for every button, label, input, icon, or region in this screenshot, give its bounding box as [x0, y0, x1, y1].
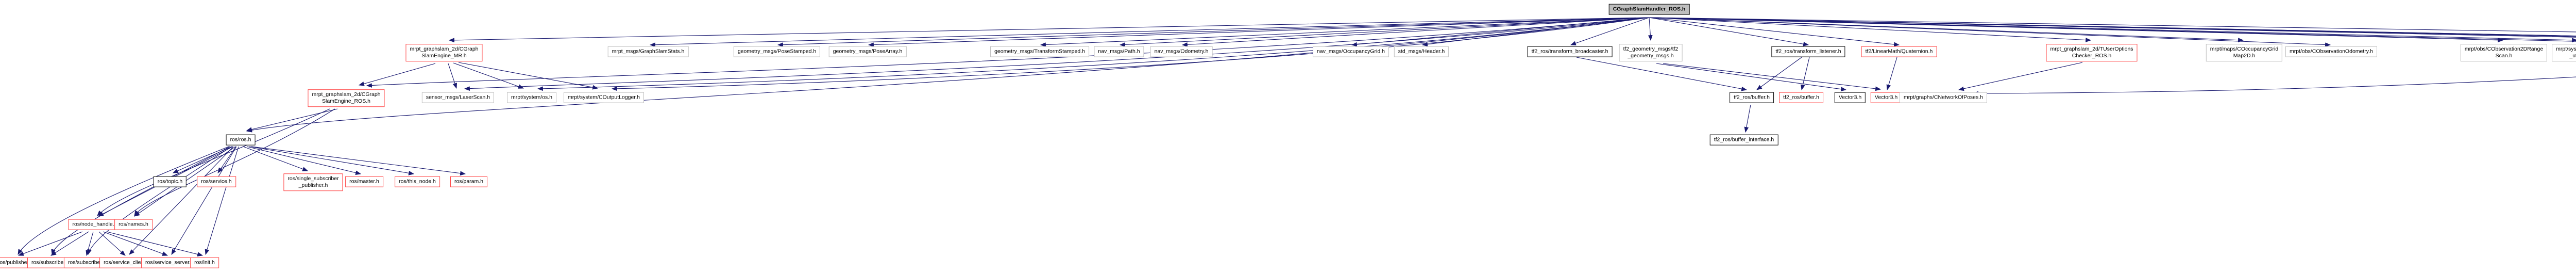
- node-cgraphslamengine-ros-h[interactable]: mrpt_graphslam_2d/CGraph SlamEngine_ROS.…: [308, 89, 385, 107]
- node-tf2-ros-buffer-h-a[interactable]: tf2_ros/buffer.h: [1730, 92, 1774, 103]
- node-coutputlogger-h: mrpt/system/COutputLogger.h: [563, 92, 645, 103]
- node-vector3-h-a[interactable]: Vector3.h: [1834, 92, 1866, 103]
- node-ros-subscriber-h-b[interactable]: ros/subscriber.h: [63, 257, 111, 268]
- node-ros-service-client-h[interactable]: ros/service_client.h: [99, 257, 154, 268]
- node-vector3-h-b[interactable]: Vector3.h: [1870, 92, 1902, 103]
- node-ros-service-server-h[interactable]: ros/service_server.h: [141, 257, 198, 268]
- node-tf2-geometry-msgs-h: tf2_geometry_msgs/tf2 _geometry_msgs.h: [1619, 44, 1683, 61]
- node-cnetworkofposes-h: mrpt/graphs/CNetworkOfPoses.h: [1899, 92, 1988, 103]
- node-coccupancygridmap2d-h: mrpt/maps/COccupancyGrid Map2D.h: [2206, 44, 2283, 61]
- node-quaternion-h[interactable]: tf2/LinearMath/Quaternion.h: [1861, 46, 1937, 57]
- node-ros-ros-h[interactable]: ros/ros.h: [226, 134, 256, 146]
- node-ros-subscriber-h-a[interactable]: ros/subscriber.h: [27, 257, 74, 268]
- node-buffer-interface-h[interactable]: tf2_ros/buffer_interface.h: [1709, 134, 1778, 146]
- node-posearray-h: geometry_msgs/PoseArray.h: [828, 46, 907, 57]
- node-cobservation2drangescan-h: mrpt/obs/CObservation2DRange Scan.h: [2460, 44, 2548, 61]
- node-laserscan-h: sensor_msgs/LaserScan.h: [421, 92, 495, 103]
- node-cobservationodometry-h: mrpt/obs/CObservationOdometry.h: [2285, 46, 2378, 57]
- node-posestamped-h: geometry_msgs/PoseStamped.h: [733, 46, 821, 57]
- node-ros-master-h[interactable]: ros/master.h: [345, 176, 383, 187]
- node-ros-single-subscriber-publisher-h[interactable]: ros/single_subscriber _publisher.h: [283, 173, 343, 191]
- node-tuseroptionschecker-ros-h[interactable]: mrpt_graphslam_2d/TUserOptions Checker_R…: [2046, 44, 2138, 61]
- node-cgraphslamengine-mr-h[interactable]: mrpt_graphslam_2d/CGraph SlamEngine_MR.h: [405, 44, 483, 61]
- node-transform-broadcaster-h[interactable]: tf2_ros/transform_broadcaster.h: [1527, 46, 1613, 57]
- node-ros-init-h[interactable]: ros/init.h: [190, 257, 219, 268]
- node-std-header-h: std_msgs/Header.h: [1394, 46, 1449, 57]
- node-transform-listener-h[interactable]: tf2_ros/transform_listener.h: [1771, 46, 1845, 57]
- node-cgraphslamhandler-ros-h: CGraphSlamHandler_ROS.h: [1608, 4, 1690, 15]
- node-string-utils-h: mrpt/system/string _utils.h: [2552, 44, 2576, 61]
- node-nav-occupancygrid-h: nav_msgs/OccupancyGrid.h: [1313, 46, 1389, 57]
- node-ros-node-handle-h[interactable]: ros/node_handle.h: [68, 219, 122, 230]
- node-system-os-h: mrpt/system/os.h: [507, 92, 556, 103]
- node-graphslamstats-h: mrpt_msgs/GraphSlamStats.h: [607, 46, 689, 57]
- node-ros-topic-h[interactable]: ros/topic.h: [153, 176, 187, 187]
- node-ros-service-h[interactable]: ros/service.h: [197, 176, 236, 187]
- node-ros-param-h[interactable]: ros/param.h: [450, 176, 488, 187]
- node-nav-path-h: nav_msgs/Path.h: [1094, 46, 1144, 57]
- node-tf2-ros-buffer-h-b[interactable]: tf2_ros/buffer.h: [1779, 92, 1823, 103]
- node-ros-this-node-h[interactable]: ros/this_node.h: [395, 176, 440, 187]
- node-nav-odometry-h: nav_msgs/Odometry.h: [1150, 46, 1213, 57]
- node-transformstamped-h: geometry_msgs/TransformStamped.h: [990, 46, 1089, 57]
- node-ros-names-h[interactable]: ros/names.h: [114, 219, 152, 230]
